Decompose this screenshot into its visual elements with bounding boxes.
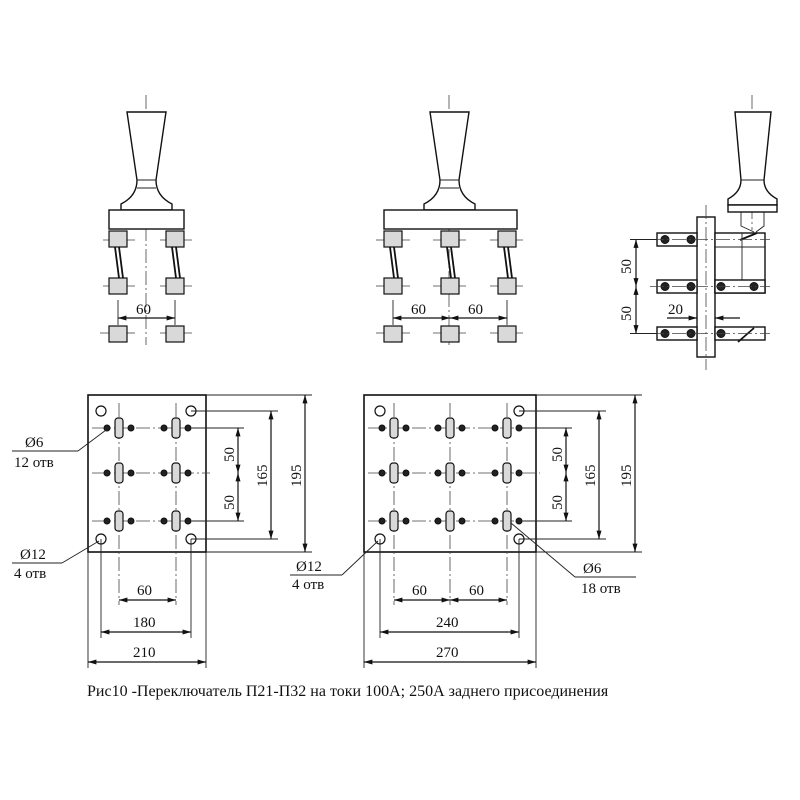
pole-2 (433, 230, 466, 343)
note-hole12-plate1: Ø12 (20, 547, 46, 563)
slot-holes-plate2 (378, 417, 523, 532)
dim-50-plate1-top: 50 (222, 447, 238, 462)
dim-60-plate2-left: 60 (412, 583, 427, 599)
dim-50-side-bottom: 50 (619, 306, 635, 321)
dim-50-plate2-top: 50 (550, 447, 566, 462)
dim-210-plate1: 210 (133, 645, 156, 661)
note-holes4-plate1: 4 отв (14, 566, 46, 582)
note-hole6-plate1: Ø6 (25, 435, 44, 451)
dim-180-plate1: 180 (133, 615, 156, 631)
dim-240-plate2: 240 (436, 615, 459, 631)
dim-60-plate2-right: 60 (469, 583, 484, 599)
dim-165-plate2: 165 (583, 465, 599, 488)
dim-50-plate1-bottom: 50 (222, 495, 238, 510)
pole-left (100, 230, 135, 343)
front-view-three-pole: 60 60 (376, 95, 523, 345)
dim-50-side-top: 50 (619, 259, 635, 274)
dim-60-view2-right: 60 (468, 302, 483, 318)
figure-caption: Рис10 -Переключатель П21-П32 на токи 100… (87, 683, 609, 700)
dim-60-plate1: 60 (137, 583, 152, 599)
note-holes12-plate1: 12 отв (14, 455, 54, 471)
dim-195-plate2: 195 (619, 465, 635, 488)
dim-195-plate1: 195 (289, 465, 305, 488)
pole-right (160, 230, 192, 343)
note-holes4-plate2: 4 отв (292, 577, 324, 593)
side-view: 50 50 20 (619, 95, 778, 370)
pole-3 (490, 230, 523, 343)
pole-1 (376, 230, 410, 343)
panel-plate-three-pole: 50 50 165 195 60 60 240 270 Ø12 4 отв Ø6… (290, 394, 642, 668)
note-hole12-plate2: Ø12 (296, 559, 322, 575)
front-view-two-pole: 60 (100, 95, 192, 345)
slot-holes-plate1 (103, 417, 192, 532)
dim-60-view1: 60 (136, 302, 151, 318)
dim-50-plate2-bottom: 50 (550, 495, 566, 510)
dim-270-plate2: 270 (436, 645, 459, 661)
dim-165-plate1: 165 (255, 465, 271, 488)
panel-plate-two-pole: 50 50 165 195 60 180 210 Ø6 12 отв Ø12 4… (12, 394, 312, 668)
note-hole6-plate2: Ø6 (583, 561, 602, 577)
dim-60-view2-left: 60 (411, 302, 426, 318)
dim-20-side: 20 (668, 302, 683, 318)
note-holes18-plate2: 18 отв (581, 581, 621, 597)
